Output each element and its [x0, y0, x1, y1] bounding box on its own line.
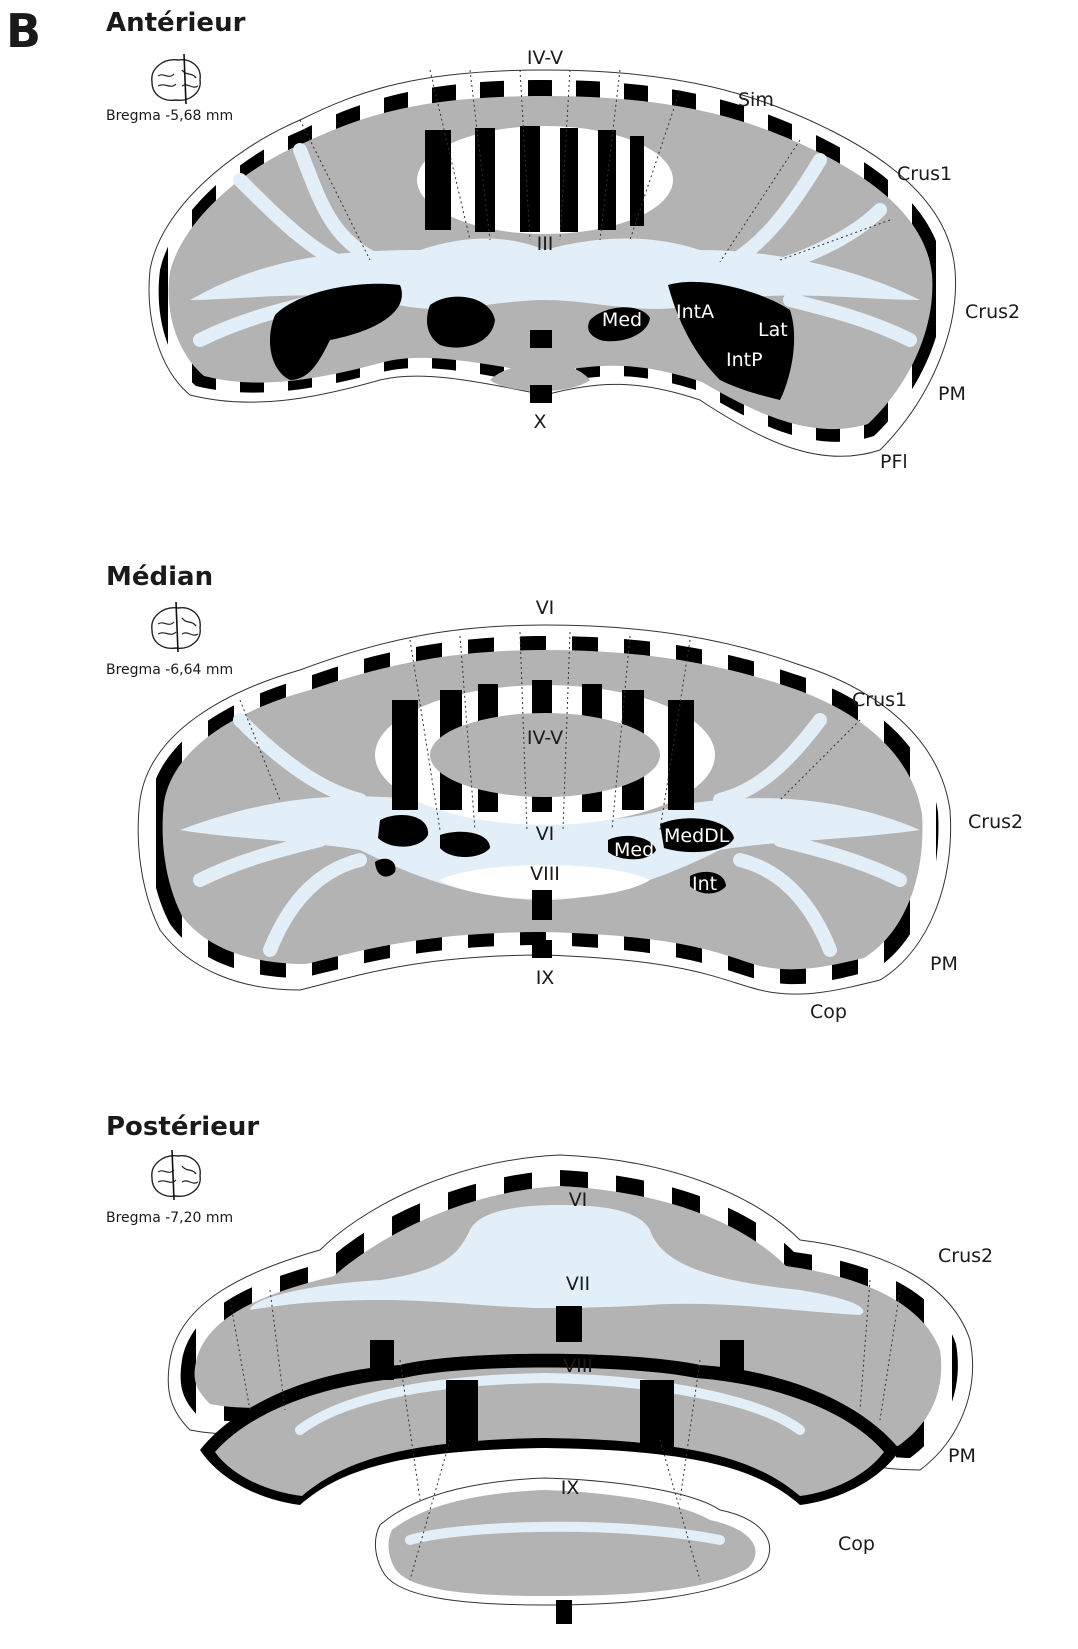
median-section-diagram: VI IV-V VI VIII IX Crus1 Crus2 PM Cop Me…: [0, 560, 1078, 1040]
label-ix: IX: [561, 1477, 580, 1499]
label-x: X: [533, 411, 546, 433]
label-intp-nucleus: IntP: [726, 349, 763, 371]
label-crus2: Crus2: [968, 811, 1023, 833]
label-vi-mid: VI: [536, 823, 555, 845]
label-iii: III: [537, 233, 554, 255]
label-cop: Cop: [838, 1533, 875, 1555]
label-vi-top: VI: [536, 597, 555, 619]
label-viii: VIII: [563, 1355, 593, 1377]
anterior-section-diagram: IV-V Sim Crus1 Crus2 PM PFl III X Med In…: [0, 0, 1078, 500]
label-inta-nucleus: IntA: [676, 301, 714, 323]
label-crus1: Crus1: [852, 689, 907, 711]
label-iv-v: IV-V: [527, 727, 563, 749]
label-pfl: PFl: [880, 451, 908, 473]
label-iv-v: IV-V: [527, 47, 563, 69]
label-med-nucleus: Med: [602, 309, 642, 331]
label-meddl-nucleus: MedDL: [664, 825, 730, 847]
label-crus1: Crus1: [897, 163, 952, 185]
label-crus2: Crus2: [965, 301, 1020, 323]
label-viii: VIII: [530, 863, 560, 885]
section-title-posterior: Postérieur: [106, 1112, 259, 1142]
label-int-nucleus: Int: [692, 873, 717, 895]
label-vii: VII: [566, 1273, 590, 1295]
label-ix: IX: [536, 967, 555, 989]
label-pm: PM: [938, 383, 966, 405]
label-pm: PM: [930, 953, 958, 975]
label-med-nucleus: Med: [614, 839, 654, 861]
label-sim: Sim: [738, 89, 774, 111]
label-lat-nucleus: Lat: [758, 319, 788, 341]
label-pm: PM: [948, 1445, 976, 1467]
label-crus2: Crus2: [938, 1245, 993, 1267]
label-cop: Cop: [810, 1001, 847, 1023]
posterior-section-diagram: VI VII VIII IX Crus2 PM Cop: [0, 1140, 1078, 1649]
label-vi: VI: [569, 1189, 588, 1211]
